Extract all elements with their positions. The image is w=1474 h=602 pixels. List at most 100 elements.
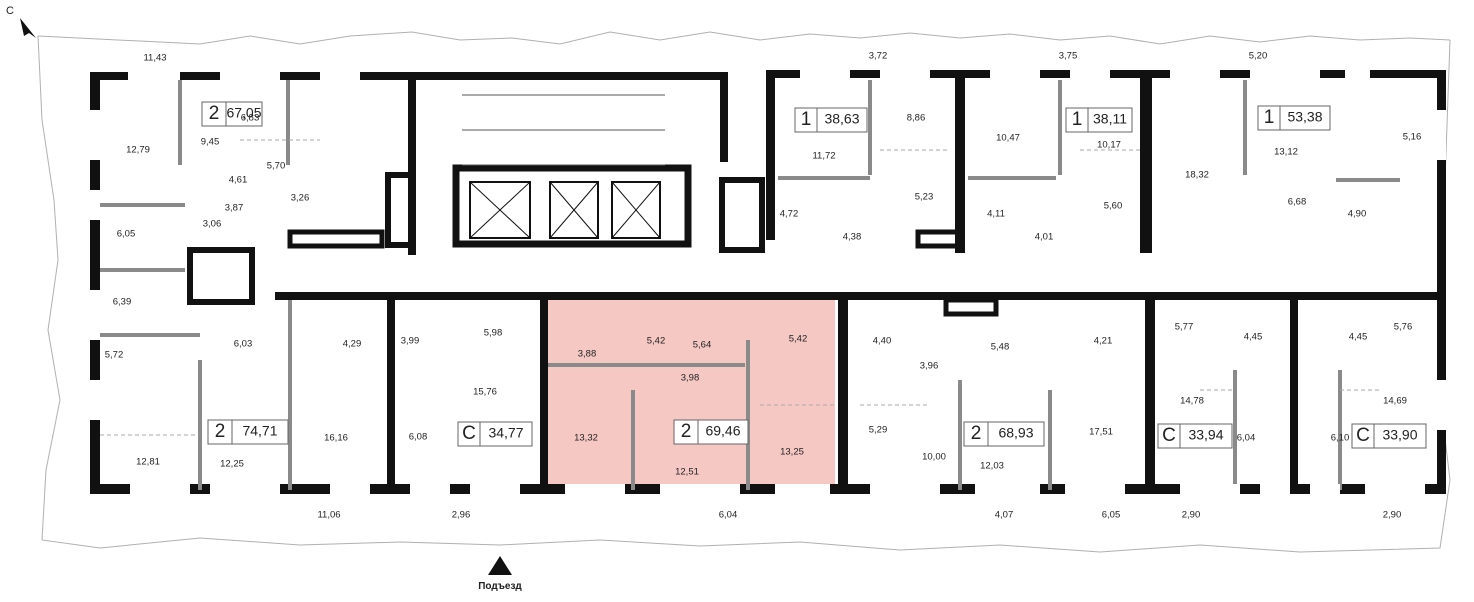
apartment-area: 67,05 (226, 105, 261, 121)
compass: С (6, 5, 36, 38)
room-area-label: 5,20 (1249, 51, 1268, 62)
room-area-label: 6,04 (1237, 433, 1256, 444)
room-area-label: 4,45 (1349, 332, 1368, 343)
room-area-label: 3,75 (1059, 51, 1078, 62)
room-area-label: 15,76 (473, 387, 497, 398)
apartment-area: 69,46 (705, 423, 740, 439)
room-area-label: 3,06 (203, 219, 222, 230)
room-area-label: 4,11 (987, 209, 1005, 220)
room-area-label: 3,72 (869, 51, 888, 62)
room-area-label: 5,64 (693, 340, 712, 351)
room-area-label: 14,69 (1383, 396, 1407, 407)
room-area-label: 3,26 (291, 193, 310, 204)
room-area-label: 6,03 (234, 339, 253, 350)
room-area-label: 4,90 (1348, 209, 1367, 220)
room-area-label: 16,16 (324, 433, 348, 444)
apartment-rooms: С (1356, 425, 1370, 446)
apartment-rooms: 2 (209, 103, 220, 124)
room-area-label: 4,21 (1094, 336, 1113, 347)
room-area-label: 13,12 (1274, 147, 1298, 158)
apartment-area: 68,93 (998, 425, 1033, 441)
zone-dashes (100, 139, 1380, 436)
room-area-label: 2,96 (452, 510, 471, 521)
room-area-label: 4,40 (873, 336, 892, 347)
room-area-label: 6,10 (1331, 433, 1350, 444)
room-area-label: 6,39 (113, 297, 132, 308)
room-area-label: 8,86 (907, 113, 926, 124)
room-area-label: 12,25 (220, 459, 244, 470)
room-area-label: 5,29 (869, 425, 888, 436)
apartment-area: 33,94 (1188, 427, 1223, 443)
apartment-area: 38,11 (1093, 111, 1127, 127)
room-area-label: 10,00 (922, 452, 946, 463)
apartment-area: 38,63 (824, 111, 859, 127)
entrance-label: Подъезд (478, 581, 522, 592)
apartment-area: 74,71 (242, 423, 277, 439)
room-area-label: 4,01 (1035, 232, 1054, 243)
room-area-label: 10,17 (1097, 140, 1121, 151)
apartment-rooms: С (1162, 425, 1176, 446)
room-area-label: 4,38 (843, 232, 862, 243)
apartment-rooms: 2 (681, 421, 692, 442)
room-area-label: 5,60 (1104, 201, 1123, 212)
room-area-label: 14,78 (1180, 396, 1204, 407)
apartment-rooms: 1 (1072, 109, 1083, 130)
north-arrow-icon (20, 18, 36, 38)
apartment-rooms: 2 (215, 421, 226, 442)
room-area-label: 4,07 (995, 510, 1014, 521)
room-area-label: 11,06 (317, 510, 340, 521)
apartment-rooms: С (462, 423, 476, 444)
highlighted-apartment[interactable] (545, 300, 835, 488)
room-area-label: 5,70 (267, 161, 286, 172)
room-area-label: 5,42 (789, 334, 808, 345)
room-area-label: 12,79 (126, 145, 150, 156)
room-area-label: 12,51 (675, 467, 699, 478)
room-area-label: 9,45 (201, 137, 220, 148)
room-area-label: 12,03 (980, 461, 1004, 472)
room-area-label: 4,29 (343, 339, 362, 350)
room-area-label: 3,87 (225, 203, 244, 214)
room-area-label: 5,98 (484, 328, 503, 339)
windows (90, 70, 1446, 494)
room-area-label: 5,42 (647, 336, 666, 347)
room-area-label: 4,61 (229, 175, 248, 186)
room-area-labels: 11,43 3,72 3,75 5,20 12,79 9,45 6,83 5,70 4,61 3,… (105, 51, 1422, 521)
room-area-label: 6,08 (409, 432, 428, 443)
room-area-label: 2,90 (1182, 510, 1201, 521)
room-area-label: 6,83 (241, 113, 260, 124)
room-area-label: 2,90 (1383, 510, 1402, 521)
room-area-label: 5,76 (1394, 322, 1413, 333)
room-area-label: 5,48 (991, 342, 1010, 353)
room-area-label: 6,04 (719, 510, 738, 521)
apartment-area: 53,38 (1287, 109, 1322, 125)
room-area-label: 6,05 (1102, 510, 1121, 521)
room-area-label: 13,32 (574, 433, 598, 444)
entrance-marker: Подъезд (478, 556, 522, 592)
room-area-label: 17,51 (1089, 427, 1113, 438)
apartment-area: 33,90 (1382, 427, 1417, 443)
room-area-label: 6,68 (1288, 197, 1307, 208)
room-area-label: 13,25 (780, 447, 804, 458)
apartment-tags (201, 101, 1427, 449)
room-area-label: 4,45 (1244, 332, 1263, 343)
room-area-label: 3,88 (578, 349, 597, 360)
room-area-label: 5,16 (1403, 132, 1422, 143)
room-area-label: 3,99 (401, 336, 420, 347)
room-area-label: 5,72 (105, 350, 124, 361)
room-area-label: 18,32 (1185, 170, 1209, 181)
room-area-label: 4,72 (780, 209, 799, 220)
building-core (187, 94, 999, 317)
partitions (100, 80, 1400, 490)
room-area-label: 11,43 (143, 53, 166, 64)
room-area-label: 12,81 (136, 457, 160, 468)
room-area-label: 3,96 (920, 361, 939, 372)
compass-label: С (6, 5, 14, 17)
apartment-tag-text: 2 67,05 1 38,63 1 38,11 1 53,38 2 74,71 С 34,77 2 69,… (209, 103, 1418, 446)
apartment-area: 34,77 (488, 425, 523, 441)
room-area-label: 11,72 (812, 151, 835, 162)
apartment-rooms: 1 (801, 109, 812, 130)
terrace-outline (37, 31, 1451, 553)
apartment-rooms: 1 (1264, 107, 1275, 128)
entrance-arrow-icon (488, 556, 512, 575)
room-area-label: 6,05 (117, 229, 136, 240)
